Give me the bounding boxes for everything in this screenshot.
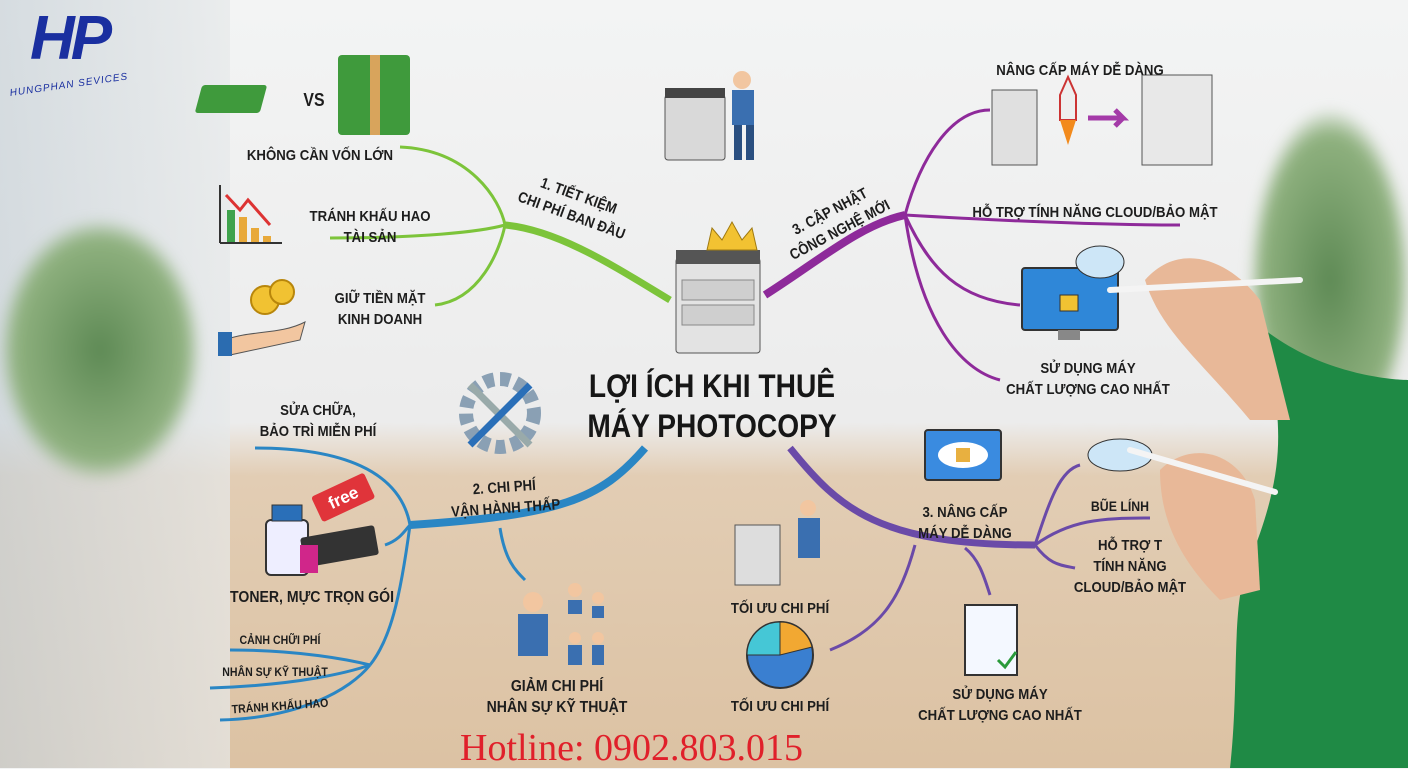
hotline: Hotline: 0902.803.015 <box>460 727 804 769</box>
stylus-pen-icon-2 <box>1127 447 1278 495</box>
cloud-lock-monitor-icon <box>1021 245 1125 340</box>
item-khong-can-von: KHÔNG CẦN VỐN LỚN <box>246 147 394 164</box>
item-toi-uu-2: TỐI ƯU CHI PHÍ <box>730 698 830 715</box>
item-nang-cap-may: NÂNG CẤP MÁY DỄ DÀNG <box>996 62 1164 79</box>
central-copier-icon <box>675 220 761 354</box>
coin-hand-icon <box>218 279 306 356</box>
arrow-right-icon <box>1088 108 1130 128</box>
rocket-icon <box>1059 74 1077 121</box>
branch1-lines <box>329 145 672 307</box>
item-nhan-su: NHÂN SỰ KỸ THUẬT <box>222 665 328 679</box>
item-buoc-linh: BŨE LÍNH <box>1090 498 1150 514</box>
technician-copier-icon <box>664 71 754 161</box>
branch3-lines <box>762 108 1181 382</box>
item-canh-chui-phi: CẢNH CHỮI PHÍ <box>239 633 321 647</box>
toner-bottle-icon: free <box>265 473 379 576</box>
document-check-icon <box>964 604 1018 676</box>
logo-mark: HP <box>30 4 112 73</box>
item-sua-chua: SỬA CHỮA,BẢO TRÌ MIỄN PHÍ <box>259 402 377 440</box>
technicians-team-icon <box>518 583 604 665</box>
branch2-lines <box>209 445 649 722</box>
hungphan-logo: HP HUNGPHAN SEVICES <box>9 4 129 100</box>
pie-chart-icon <box>746 621 814 689</box>
money-icon <box>195 55 410 135</box>
free-tag-icon: free <box>311 473 375 522</box>
crown-icon <box>706 220 758 251</box>
vs-label: VS <box>303 90 325 110</box>
copier-repair-icon <box>734 500 820 586</box>
cloud-lock-monitor-icon-2 <box>924 429 1002 481</box>
hand-upper <box>1145 258 1290 420</box>
upgrade-copier-icon <box>991 74 1213 166</box>
hand-lower <box>1160 453 1260 600</box>
item-cloud-bao-mat: HỖ TRỢ TÍNH NĂNG CLOUD/BẢO MẬT <box>972 204 1218 221</box>
item-toi-uu-1: TỐI ƯU CHI PHÍ <box>730 600 830 617</box>
stylus-pen-icon <box>1107 277 1303 293</box>
gear-tools-icon <box>459 372 541 454</box>
declining-chart-icon <box>219 185 282 244</box>
item-toner: TONER, MỰC TRỌN GÓI <box>230 589 394 606</box>
logo-text: HUNGPHAN SEVICES <box>9 71 129 99</box>
plant-left <box>0 220 200 480</box>
branch4-lines <box>787 445 1151 652</box>
sleeve <box>1230 330 1408 768</box>
